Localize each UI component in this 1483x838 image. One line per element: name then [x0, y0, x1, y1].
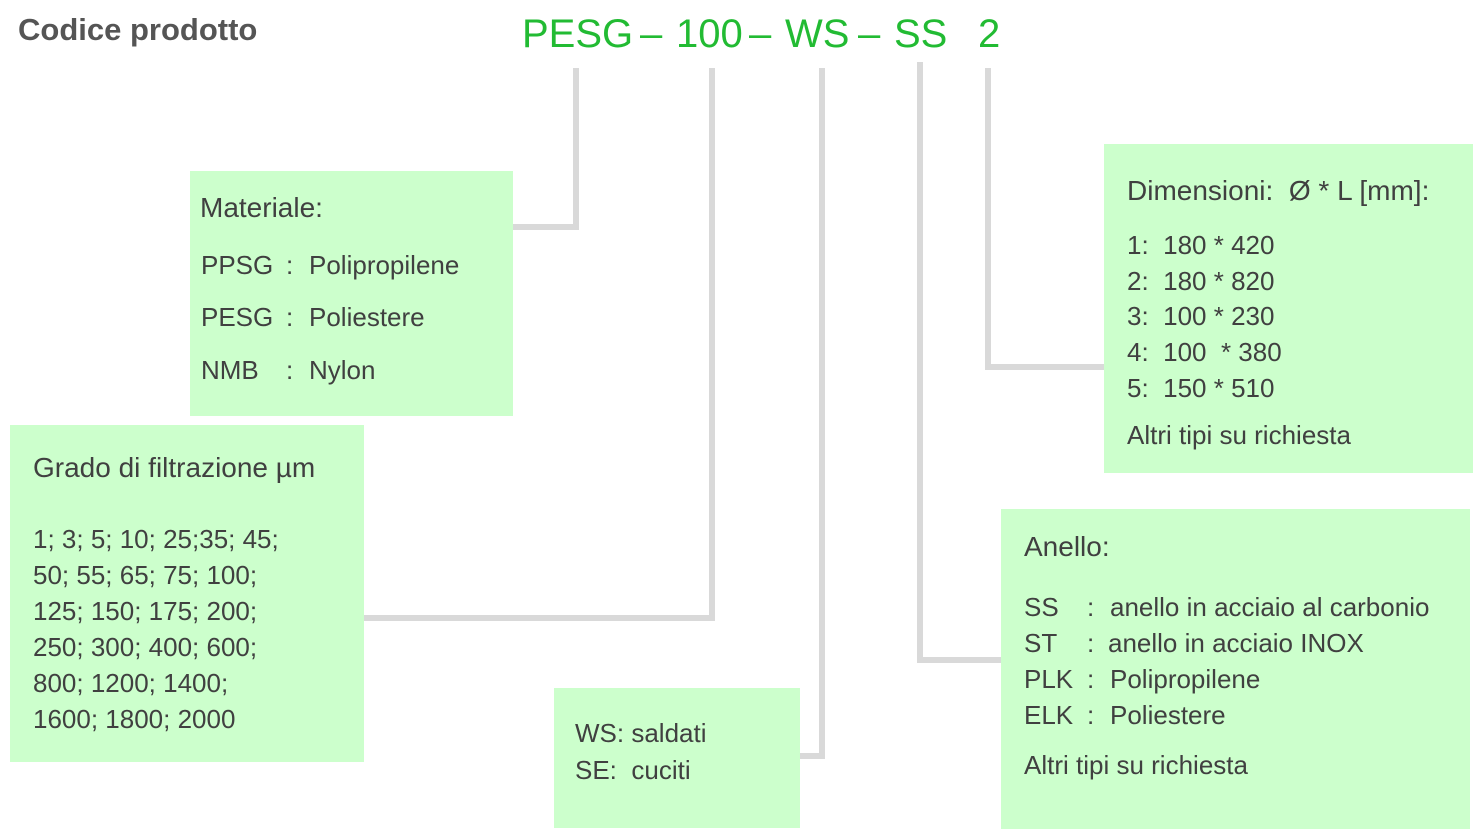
code-separator: – — [858, 12, 881, 56]
filtration-heading: Grado di filtrazione µm — [33, 452, 316, 483]
seam-option: WS: saldati — [575, 718, 707, 748]
filtration-values: 1600; 1800; 2000 — [33, 704, 236, 734]
ring-desc: Polipropilene — [1110, 664, 1261, 694]
seam-option: SE: cuciti — [575, 755, 691, 785]
ring-box: Anello: SS : anello in acciaio al carbon… — [1001, 509, 1470, 829]
dimensions-item: 5: 150 * 510 — [1127, 373, 1275, 403]
connector-grade — [362, 68, 715, 621]
material-separator: : — [286, 302, 294, 332]
material-desc: Nylon — [309, 355, 376, 385]
dimensions-item: 3: 100 * 230 — [1127, 301, 1275, 331]
ring-code: PLK — [1024, 664, 1074, 694]
material-desc: Poliestere — [309, 302, 425, 332]
ring-separator: : — [1087, 628, 1095, 658]
connector-ring — [917, 62, 1001, 663]
ring-separator: : — [1087, 592, 1095, 622]
filtration-values: 250; 300; 400; 600; — [33, 632, 258, 662]
dimensions-item: 4: 100 * 380 — [1127, 337, 1282, 367]
dimensions-heading: Dimensioni: Ø * L [mm]: — [1127, 175, 1430, 206]
code-material: PESG — [522, 12, 634, 56]
material-code: PESG — [201, 302, 274, 332]
dimensions-item: 2: 180 * 820 — [1127, 266, 1275, 296]
material-code: NMB — [201, 355, 259, 385]
material-desc: Polipropilene — [309, 250, 460, 280]
filtration-values: 50; 55; 65; 75; 100; — [33, 560, 258, 590]
material-code: PPSG — [201, 250, 274, 280]
filtration-values: 1; 3; 5; 10; 25;35; 45; — [33, 524, 279, 554]
filtration-values: 800; 1200; 1400; — [33, 668, 229, 698]
seam-box: WS: saldati SE: cuciti — [554, 688, 800, 828]
code-separator: – — [749, 12, 772, 56]
ring-separator: : — [1087, 700, 1095, 730]
ring-desc: anello in acciaio al carbonio — [1110, 592, 1430, 622]
ring-code: ELK — [1024, 700, 1074, 730]
connector-size — [985, 68, 1104, 370]
dimensions-box: Dimensioni: Ø * L [mm]: 1: 180 * 420 2: … — [1104, 144, 1473, 473]
code-separator: – — [640, 12, 663, 56]
code-ring: SS — [894, 12, 948, 56]
material-separator: : — [286, 355, 294, 385]
ring-code: SS — [1024, 592, 1059, 622]
filtration-box: Grado di filtrazione µm 1; 3; 5; 10; 25;… — [10, 425, 364, 762]
material-heading: Materiale: — [200, 192, 323, 223]
connector-material — [512, 68, 579, 230]
dimensions-footer: Altri tipi su richiesta — [1127, 420, 1351, 450]
code-size: 2 — [978, 12, 1001, 56]
ring-code: ST — [1024, 628, 1058, 658]
material-separator: : — [286, 250, 294, 280]
dimensions-item: 1: 180 * 420 — [1127, 230, 1275, 260]
ring-desc: anello in acciaio INOX — [1108, 628, 1364, 658]
ring-desc: Poliestere — [1110, 700, 1226, 730]
ring-separator: : — [1087, 664, 1095, 694]
code-seam: WS — [785, 12, 850, 56]
ring-footer: Altri tipi su richiesta — [1024, 750, 1248, 780]
filtration-values: 125; 150; 175; 200; — [33, 596, 258, 626]
ring-heading: Anello: — [1024, 531, 1110, 562]
page-title: Codice prodotto — [18, 12, 258, 47]
connector-seam — [799, 68, 825, 759]
material-box: Materiale: PPSG : Polipropilene PESG : P… — [190, 171, 513, 416]
code-grade: 100 — [676, 12, 743, 56]
